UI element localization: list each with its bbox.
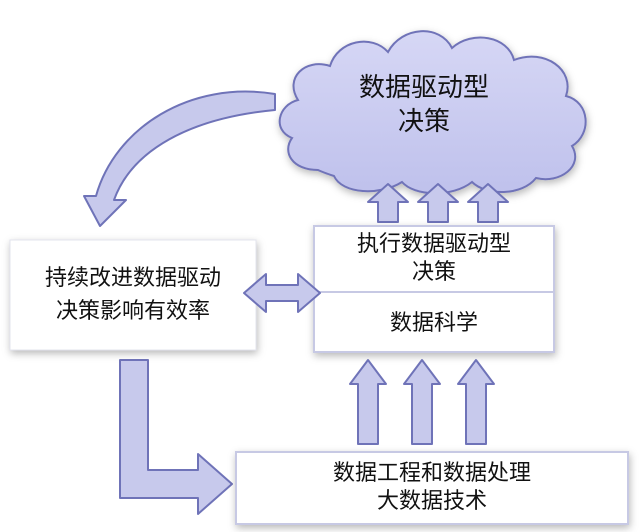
foundation-label-line2: 大数据技术 [377,489,487,514]
cloud-label-line2: 决策 [398,107,450,137]
improvement-label-line2: 决策影响有效率 [56,299,210,324]
decision-cloud: 数据驱动型 决策 [278,30,587,195]
decision-stack-box: 执行数据驱动型 决策 数据科学 [313,225,555,353]
cloud-label-line1: 数据驱动型 [359,73,489,103]
foundation-label-line1: 数据工程和数据处理 [333,461,531,486]
up-arrow [417,183,459,223]
foundation-box: 数据工程和数据处理 大数据技术 [235,451,629,525]
up-arrow [403,359,441,445]
execute-label-line2: 决策 [412,260,456,285]
science-label: 数据科学 [390,311,478,336]
feedback-curved-arrow [83,90,276,227]
up-arrow [457,359,495,445]
up-arrow [367,183,409,223]
cloud-up-arrows [367,183,509,223]
double-headed-arrow [243,273,321,313]
improvement-box: 持续改进数据驱动 决策影响有效率 [9,239,257,351]
execute-label-line1: 执行数据驱动型 [357,232,511,257]
up-arrow [467,183,509,223]
improvement-box-frame [9,239,257,351]
improvement-label-line1: 持续改进数据驱动 [45,266,221,291]
foundation-up-arrows [349,359,495,445]
cloud-shape [278,30,587,195]
foundation-box-frame [235,451,629,525]
up-arrow [349,359,387,445]
elbow-arrow [119,359,233,515]
